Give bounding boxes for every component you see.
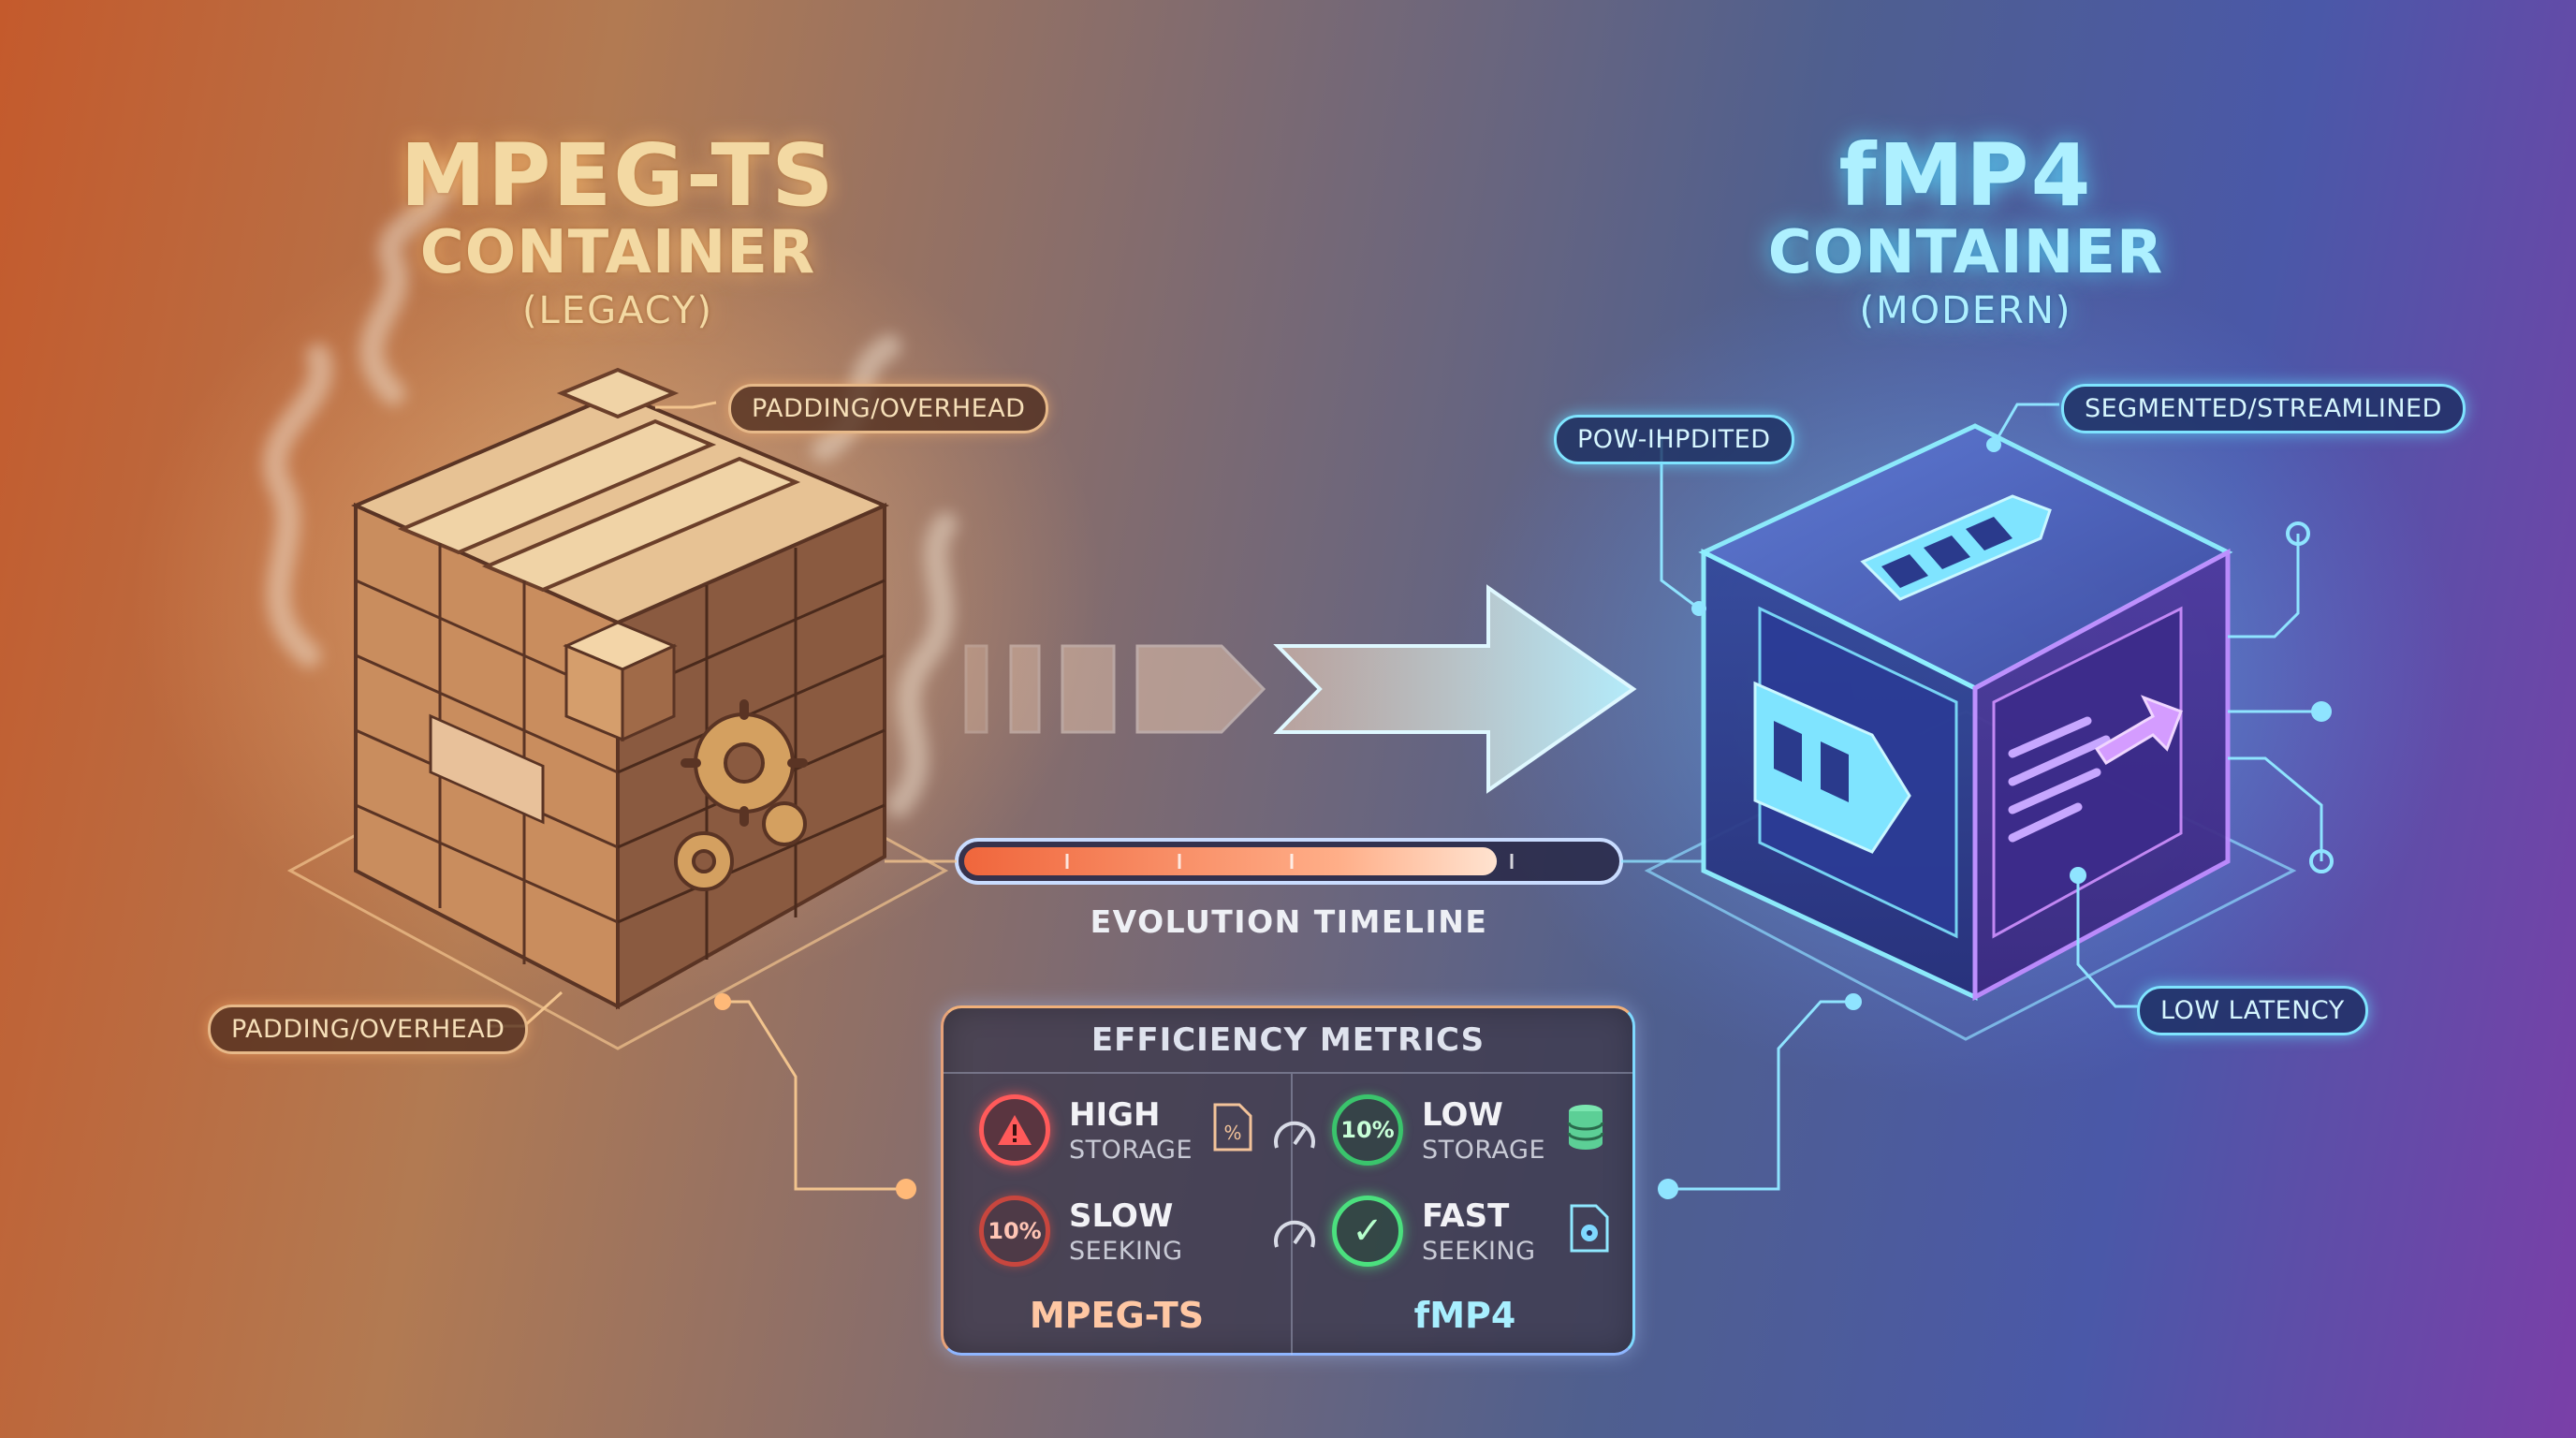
- legacy-subtitle: CONTAINER: [419, 218, 816, 287]
- metric-modern-seeking-label: SEEKING: [1422, 1237, 1536, 1266]
- metrics-legacy-column-label: MPEG-TS: [1029, 1295, 1205, 1336]
- metric-legacy-seeking-speed: SLOW: [1069, 1197, 1174, 1235]
- modern-qualifier: (MODERN): [1859, 289, 2072, 332]
- metrics-header-divider: [944, 1072, 1632, 1074]
- metrics-title: EFFICIENCY METRICS: [1090, 1021, 1486, 1059]
- metric-legacy-seeking-badge: 10%: [979, 1196, 1050, 1267]
- database-icon: [1567, 1105, 1604, 1150]
- percent-file-icon: %: [1213, 1103, 1252, 1152]
- connector-nodes: [714, 437, 2334, 1199]
- metric-legacy-storage-level: HIGH: [1069, 1096, 1161, 1134]
- metric-legacy-storage: HIGH STORAGE %: [979, 1091, 1315, 1177]
- timeline-progress-fill: [964, 847, 1498, 875]
- metric-modern-seeking-badge: ✓: [1332, 1196, 1403, 1267]
- metrics-modern-column-label: fMP4: [1413, 1295, 1516, 1336]
- legacy-qualifier: (LEGACY): [521, 289, 714, 332]
- metric-legacy-seeking-label: SEEKING: [1069, 1237, 1183, 1266]
- metric-modern-storage-label: STORAGE: [1422, 1136, 1546, 1165]
- metric-modern-storage-badge: 10%: [1332, 1094, 1403, 1166]
- gauge-icon: [1274, 1121, 1315, 1149]
- smoke-decoration: [262, 166, 958, 817]
- mpeg-ts-cube-illustration: [351, 367, 890, 1010]
- fmp4-cube-illustration: [1698, 423, 2233, 1002]
- gear-file-icon: [1570, 1204, 1609, 1253]
- metric-modern-storage-level: LOW: [1422, 1096, 1503, 1134]
- gauge-icon: [1274, 1220, 1315, 1248]
- metric-modern-storage: 10% LOW STORAGE: [1332, 1091, 1650, 1177]
- modern-title: fMP4: [1838, 125, 2093, 226]
- svg-text:%: %: [1223, 1122, 1241, 1144]
- modern-tag-pow-ihpdited: POW-IHPDITED: [1554, 415, 1794, 464]
- modern-subtitle: CONTAINER: [1767, 218, 2164, 287]
- legacy-tag-padding-overhead-top: PADDING/OVERHEAD: [728, 384, 1049, 433]
- legacy-title: MPEG-TS: [400, 125, 836, 226]
- warning-icon: [979, 1094, 1050, 1166]
- metrics-column-divider: [1291, 1074, 1293, 1355]
- evolution-timeline-label: EVOLUTION TIMELINE: [1090, 903, 1488, 940]
- metric-legacy-seeking: 10% SLOW SEEKING: [979, 1192, 1315, 1278]
- metric-modern-seeking-speed: FAST: [1422, 1197, 1510, 1235]
- evolution-arrow: [964, 584, 1637, 794]
- legacy-tag-padding-overhead-bottom: PADDING/OVERHEAD: [208, 1005, 529, 1054]
- evolution-timeline-bar: [955, 838, 1623, 885]
- modern-tag-low-latency: LOW LATENCY: [2137, 986, 2368, 1035]
- modern-tag-segmented-streamlined: SEGMENTED/STREAMLINED: [2061, 384, 2466, 433]
- efficiency-metrics-panel: EFFICIENCY METRICS HIGH STORAGE % 10% SL…: [941, 1005, 1635, 1356]
- metric-modern-seeking: ✓ FAST SEEKING: [1332, 1192, 1650, 1278]
- metric-legacy-storage-label: STORAGE: [1069, 1136, 1193, 1165]
